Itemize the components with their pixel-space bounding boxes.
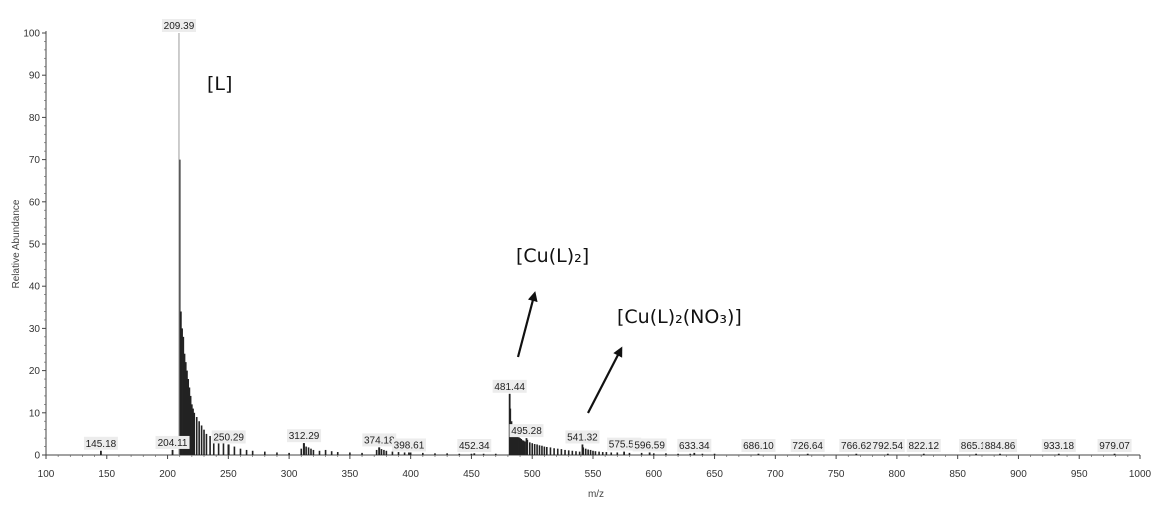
y-tick-label: 60 [29,197,41,208]
peak-label-bg [391,438,426,452]
x-tick-label: 400 [402,469,419,480]
peak-label-bg [741,439,776,452]
peak-label-bg [1097,439,1132,452]
peak-label-bg [509,424,544,438]
x-axis-title: m/z [588,489,604,500]
peak-label: 686.10 [743,441,774,452]
peak-label-bg [983,439,1018,452]
peak-label-bg [677,438,712,452]
peak-label: 495.28 [511,426,542,437]
peak-label-bg [161,19,196,32]
x-tick-label: 800 [889,469,906,480]
peak-label: 792.54 [873,441,904,452]
peak-label-bg [83,436,118,450]
x-tick-label: 600 [645,469,662,480]
peak-label: 726.64 [792,441,823,452]
x-tick-label: 950 [1071,469,1088,480]
peak-label-bg [607,437,642,451]
x-tick-label: 700 [767,469,784,480]
peak-label-bg [287,429,322,443]
x-tick-label: 300 [281,469,298,480]
x-tick-label: 1000 [1129,469,1152,480]
y-tick-label: 40 [29,282,41,293]
x-tick-label: 200 [159,469,176,480]
peak-label: 933.18 [1043,441,1074,452]
peak-label-bg [870,439,905,452]
peak-label: 250.29 [213,432,244,443]
x-tick-label: 100 [38,469,55,480]
x-tick-label: 450 [463,469,480,480]
annotation-arrow-cu-l2-no3 [587,346,623,414]
y-tick-label: 20 [29,366,41,377]
peak-label: 145.18 [86,439,117,450]
y-tick-label: 80 [29,113,41,124]
peak-label: 452.34 [459,441,490,452]
x-tick-label: 650 [706,469,723,480]
peak-label: 312.29 [289,431,320,442]
peak-label: 398.61 [394,440,425,451]
peak-label-bg [1041,439,1076,452]
peak-label: 766.62 [841,441,872,452]
y-tick-label: 70 [29,155,41,166]
bars-layer [100,33,1116,455]
peak-label-bg [632,438,667,452]
x-tick-label: 900 [1010,469,1027,480]
y-tick-label: 90 [29,71,41,82]
x-tick-label: 250 [220,469,237,480]
annotation-cu-l2: [Cu(L)₂] [516,245,589,267]
peak-label-bg [155,435,190,449]
peak-label-bg [492,379,527,393]
peak-label-bg [211,430,246,444]
peak-label-bg [565,430,600,444]
peak-label: 633.34 [679,441,710,452]
peak-label: 209.39 [164,21,195,32]
peak-label: 865.16 [961,441,992,452]
y-axis-title: Relative Abundance [11,199,22,288]
y-tick-label: 100 [23,29,40,40]
x-tick-label: 850 [949,469,966,480]
x-tick-label: 550 [585,469,602,480]
peak-label: 575.59 [609,440,640,451]
peak-label-bg [457,439,492,452]
peak-label: 884.86 [985,441,1016,452]
x-tick-label: 500 [524,469,541,480]
peak-label: 541.32 [567,432,598,443]
peak-label: 481.44 [494,382,525,393]
peak-label: 822.12 [908,441,939,452]
peak-label-bg [839,439,874,452]
y-tick-label: 30 [29,324,41,335]
annotation-cu-l2-no3: [Cu(L)₂(NO₃)] [617,306,742,328]
annotation-arrow-cu-l2 [516,291,538,358]
x-tick-label: 150 [98,469,115,480]
peak-label: 596.59 [634,440,665,451]
y-tick-label: 0 [34,451,40,462]
peak-label-bg [362,433,397,447]
peak-label: 204.11 [158,438,188,449]
y-tick-label: 50 [29,240,41,251]
peak-label: 979.07 [1099,441,1130,452]
peak-label-bg [790,439,825,452]
peak-label: 374.18 [364,435,395,446]
x-tick-label: 350 [342,469,359,480]
peak-label-bg [906,439,941,452]
y-tick-label: 10 [29,408,41,419]
x-tick-label: 750 [828,469,845,480]
annotation-ligand: [L] [207,73,232,95]
